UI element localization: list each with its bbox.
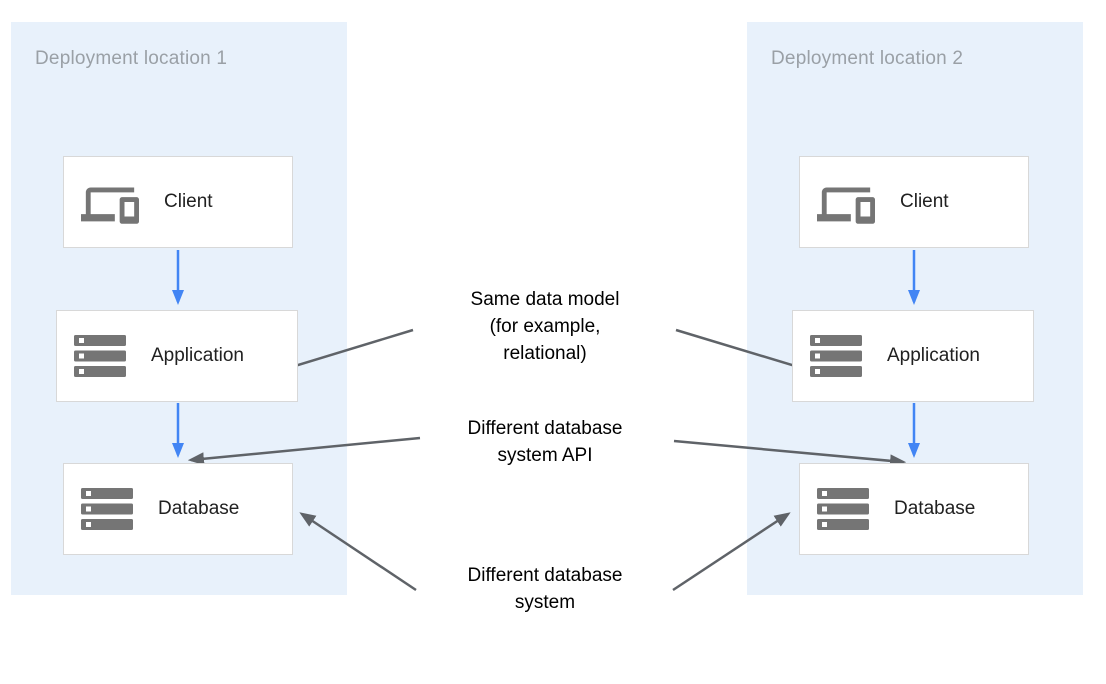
panel-title: Deployment location 1 (35, 48, 228, 69)
client-node-2: Client (799, 156, 1029, 248)
devices-icon (817, 180, 875, 224)
application-node-1: Application (56, 310, 298, 402)
application-node-label: Application (151, 345, 244, 366)
application-node-label: Application (887, 345, 980, 366)
devices-icon (81, 180, 139, 224)
server-stack-icon (81, 488, 133, 530)
application-node-2: Application (792, 310, 1034, 402)
server-stack-icon (810, 335, 862, 377)
database-node-2: Database (799, 463, 1029, 555)
annotation-same-data-model: Same data model (for example, relational… (470, 289, 620, 364)
annotation-different-database-system-api: Different database system API (467, 418, 623, 466)
database-node-label: Database (158, 498, 240, 519)
client-node-label: Client (900, 191, 949, 212)
annotation-different-database-system: Different database system (467, 565, 623, 613)
database-node-label: Database (894, 498, 976, 519)
server-stack-icon (817, 488, 869, 530)
client-node-1: Client (63, 156, 293, 248)
panel-title: Deployment location 2 (771, 48, 964, 69)
server-stack-icon (74, 335, 126, 377)
database-node-1: Database (63, 463, 293, 555)
client-node-label: Client (164, 191, 213, 212)
